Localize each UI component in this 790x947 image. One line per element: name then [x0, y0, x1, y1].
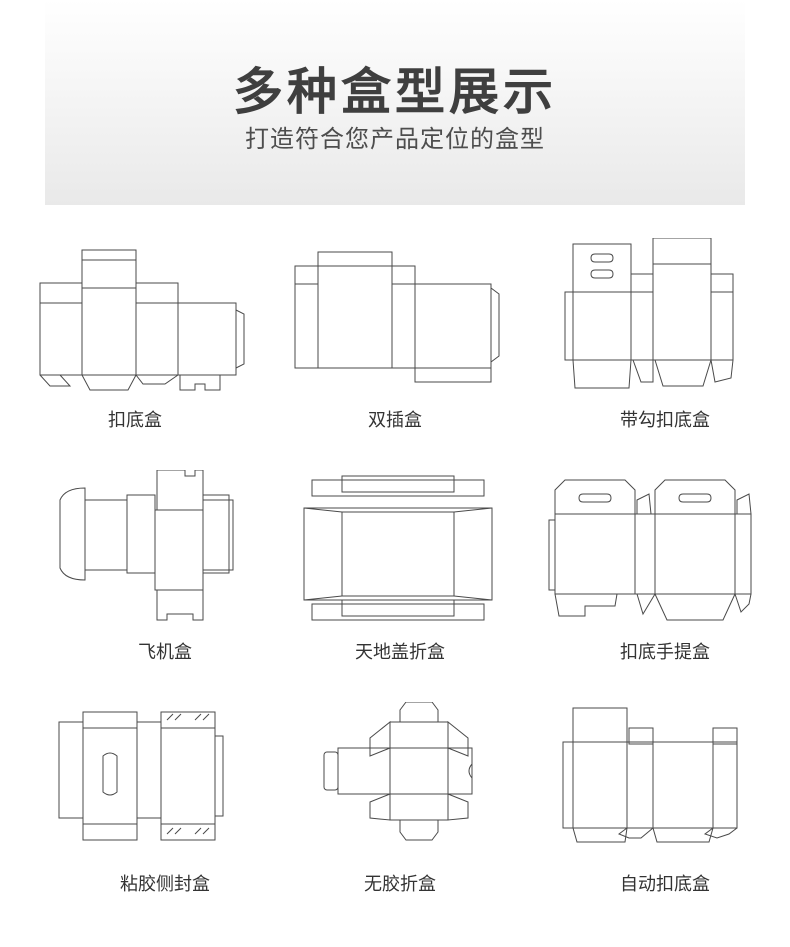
dieline-handle-tuck-bottom — [548, 479, 752, 621]
box-card-handle-tuck-bottom: 扣底手提盒 — [545, 470, 785, 680]
box-card-glued-side: 粘胶侧封盒 — [45, 702, 285, 912]
dieline-tuck-bottom — [39, 249, 245, 391]
box-card-lid-base-fold: 天地盖折盒 — [280, 470, 520, 680]
box-label: 粘胶侧封盒 — [120, 874, 210, 895]
dieline-glued-side — [58, 711, 224, 841]
dieline-hook-tuck-bottom — [564, 238, 734, 389]
box-card-glueless-fold: 无胶折盒 — [280, 702, 520, 912]
dieline-lid-base-fold — [303, 475, 493, 621]
box-label: 无胶折盒 — [364, 874, 436, 895]
box-label: 扣底盒 — [108, 410, 162, 431]
box-label: 飞机盒 — [138, 642, 192, 663]
dieline-auto-lock-bottom — [562, 707, 738, 843]
box-card-auto-lock-bottom: 自动扣底盒 — [545, 702, 785, 912]
box-card-double-tuck: 双插盒 — [275, 238, 515, 448]
dieline-glueless-fold — [323, 702, 473, 841]
box-label: 自动扣底盒 — [620, 874, 710, 895]
box-label: 天地盖折盒 — [355, 642, 445, 663]
box-label: 扣底手提盒 — [620, 642, 710, 663]
dieline-double-tuck — [294, 251, 500, 383]
dieline-mailer — [59, 470, 234, 621]
header-banner: 多种盒型展示 打造符合您产品定位的盒型 — [45, 0, 745, 205]
box-card-mailer: 飞机盒 — [45, 470, 285, 680]
page-title: 多种盒型展示 — [233, 63, 557, 121]
box-card-tuck-bottom: 扣底盒 — [15, 238, 255, 448]
box-card-hook-tuck-bottom: 带勾扣底盒 — [545, 238, 785, 448]
box-label: 带勾扣底盒 — [620, 410, 710, 431]
page-subtitle: 打造符合您产品定位的盒型 — [245, 125, 545, 153]
box-label: 双插盒 — [368, 410, 422, 431]
